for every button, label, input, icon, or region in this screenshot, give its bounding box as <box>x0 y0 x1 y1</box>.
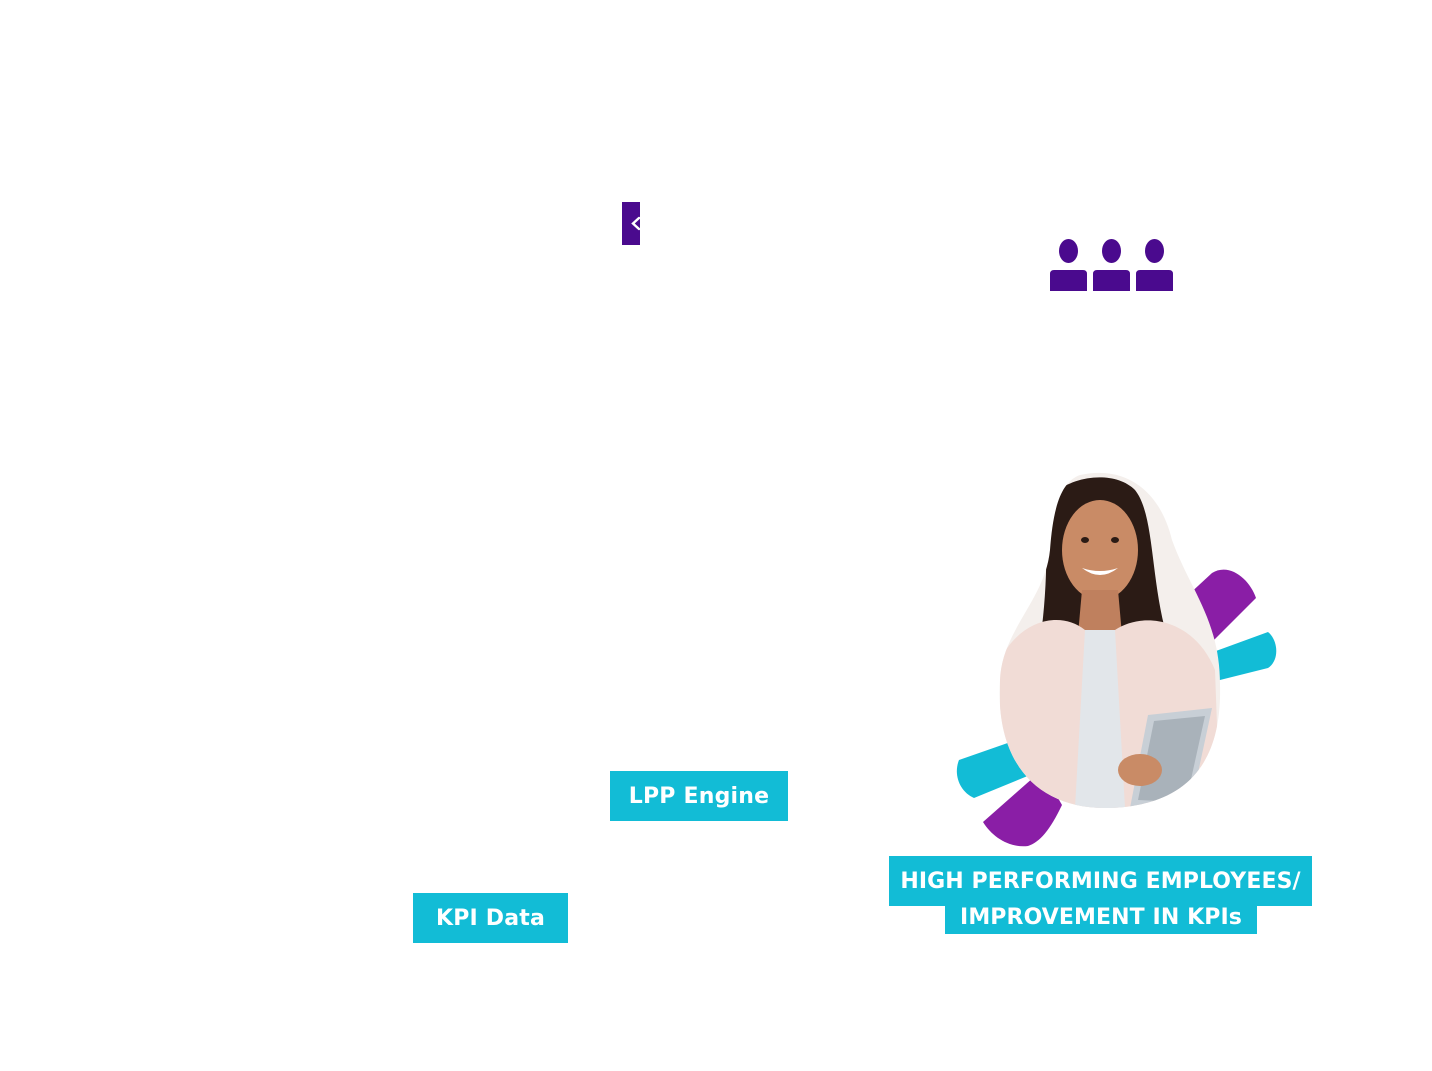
kpi-data-label: KPI Data <box>413 893 568 943</box>
employee-illustration <box>956 472 1277 847</box>
lpp-engine-label: LPP Engine <box>610 771 788 821</box>
group-of-people-icon <box>1050 239 1173 291</box>
outcome-label-line-1: HIGH PERFORMING EMPLOYEES/ <box>889 856 1312 906</box>
arrow-left-icon <box>622 202 640 245</box>
outcome-label-line-2: IMPROVEMENT IN KPIs <box>945 900 1257 934</box>
